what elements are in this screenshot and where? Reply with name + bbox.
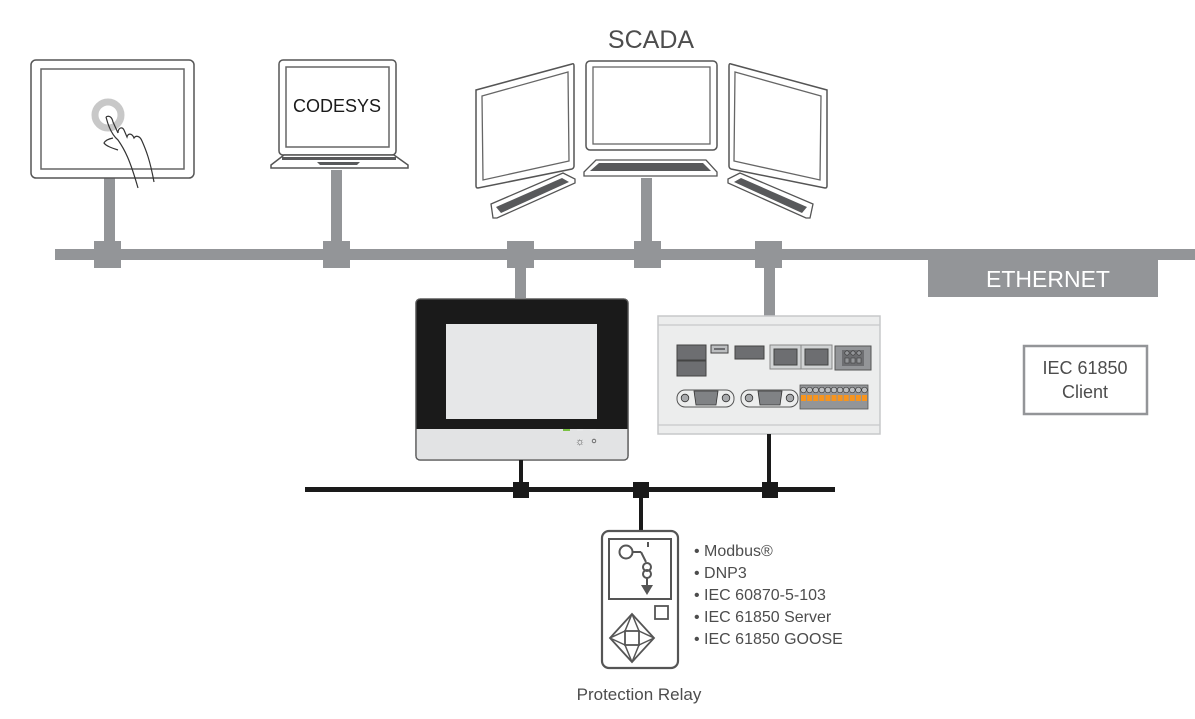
terminal-screw [824, 386, 832, 394]
brightness-icon: ☼ [575, 436, 585, 448]
scada-left-workstation[interactable] [475, 63, 576, 219]
scada-title: SCADA [608, 26, 694, 54]
controller-device[interactable] [657, 315, 881, 435]
status-led-icon [563, 429, 570, 431]
scada-center-workstation[interactable] [583, 60, 718, 177]
junction [633, 482, 649, 498]
touch-panel-device[interactable] [30, 59, 195, 189]
terminal-pin [801, 395, 806, 401]
protocol-item: • IEC 60870-5-103 [694, 587, 826, 604]
serial-port-icon [740, 389, 799, 408]
junction [94, 241, 121, 268]
terminal-block-icon [799, 384, 869, 410]
terminal-screw [861, 386, 868, 394]
terminal-screw [812, 386, 819, 394]
button-square-icon [654, 605, 669, 620]
junction [323, 241, 350, 268]
protocol-list: • Modbus® • DNP3 • IEC 60870-5-103 • IEC… [694, 543, 843, 648]
client-box-line1: IEC 61850 [1042, 358, 1127, 378]
terminal-pin [813, 395, 819, 401]
codesys-laptop-device[interactable]: CODESYS [270, 59, 409, 169]
junction [507, 241, 534, 268]
ethernet-bus: ETHERNET [55, 170, 1195, 317]
serial-bus [305, 434, 835, 532]
terminal-screw [818, 386, 825, 394]
terminal-pin [819, 395, 825, 401]
terminal-screw [836, 386, 844, 394]
ethernet-port-icon [804, 348, 829, 366]
protection-relay-label: Protection Relay [577, 685, 702, 704]
protocol-item: • IEC 61850 Server [694, 609, 832, 626]
terminal-pin [837, 395, 843, 401]
terminal-pin [831, 395, 837, 401]
touch-ring-icon [91, 98, 125, 132]
protocol-item: • DNP3 [694, 565, 747, 582]
usb-port-icon [676, 360, 707, 377]
terminal-screw [843, 386, 850, 394]
hmi-display-device[interactable]: ☼ [415, 298, 629, 461]
iec61850-client-box: IEC 61850 Client [1022, 344, 1149, 416]
junction [634, 241, 661, 268]
terminal-pin [862, 395, 867, 401]
terminal-pin [849, 395, 855, 401]
junction [762, 482, 778, 498]
terminal-screw [849, 386, 856, 394]
ethernet-label-tab [928, 260, 1158, 297]
serial-port-icon [676, 389, 735, 408]
terminal-pin [855, 395, 861, 401]
terminal-screw [830, 386, 838, 394]
terminal-screw [806, 386, 813, 394]
terminal-pin [825, 395, 831, 401]
terminal-pin [843, 395, 849, 401]
scada-right-workstation[interactable] [727, 63, 828, 219]
protection-relay-device[interactable] [600, 529, 680, 670]
navigation-pad-icon[interactable] [608, 612, 656, 664]
ethernet-label: ETHERNET [986, 266, 1110, 292]
usb-port-icon [676, 344, 707, 361]
junction [513, 482, 529, 498]
power-indicator-icon [591, 438, 597, 444]
hand-icon [103, 115, 155, 189]
arrow-down-icon [641, 585, 653, 595]
terminal-pin [807, 395, 813, 401]
protocol-item: • IEC 61850 GOOSE [694, 631, 843, 648]
client-box-line2: Client [1062, 382, 1108, 402]
junction [755, 241, 782, 268]
hdmi-port-icon [734, 345, 765, 360]
codesys-label: CODESYS [293, 96, 381, 116]
ethernet-port-icon [773, 348, 798, 366]
protocol-item: • Modbus® [694, 543, 773, 560]
terminal-screw [800, 386, 807, 394]
terminal-screw [855, 386, 862, 394]
